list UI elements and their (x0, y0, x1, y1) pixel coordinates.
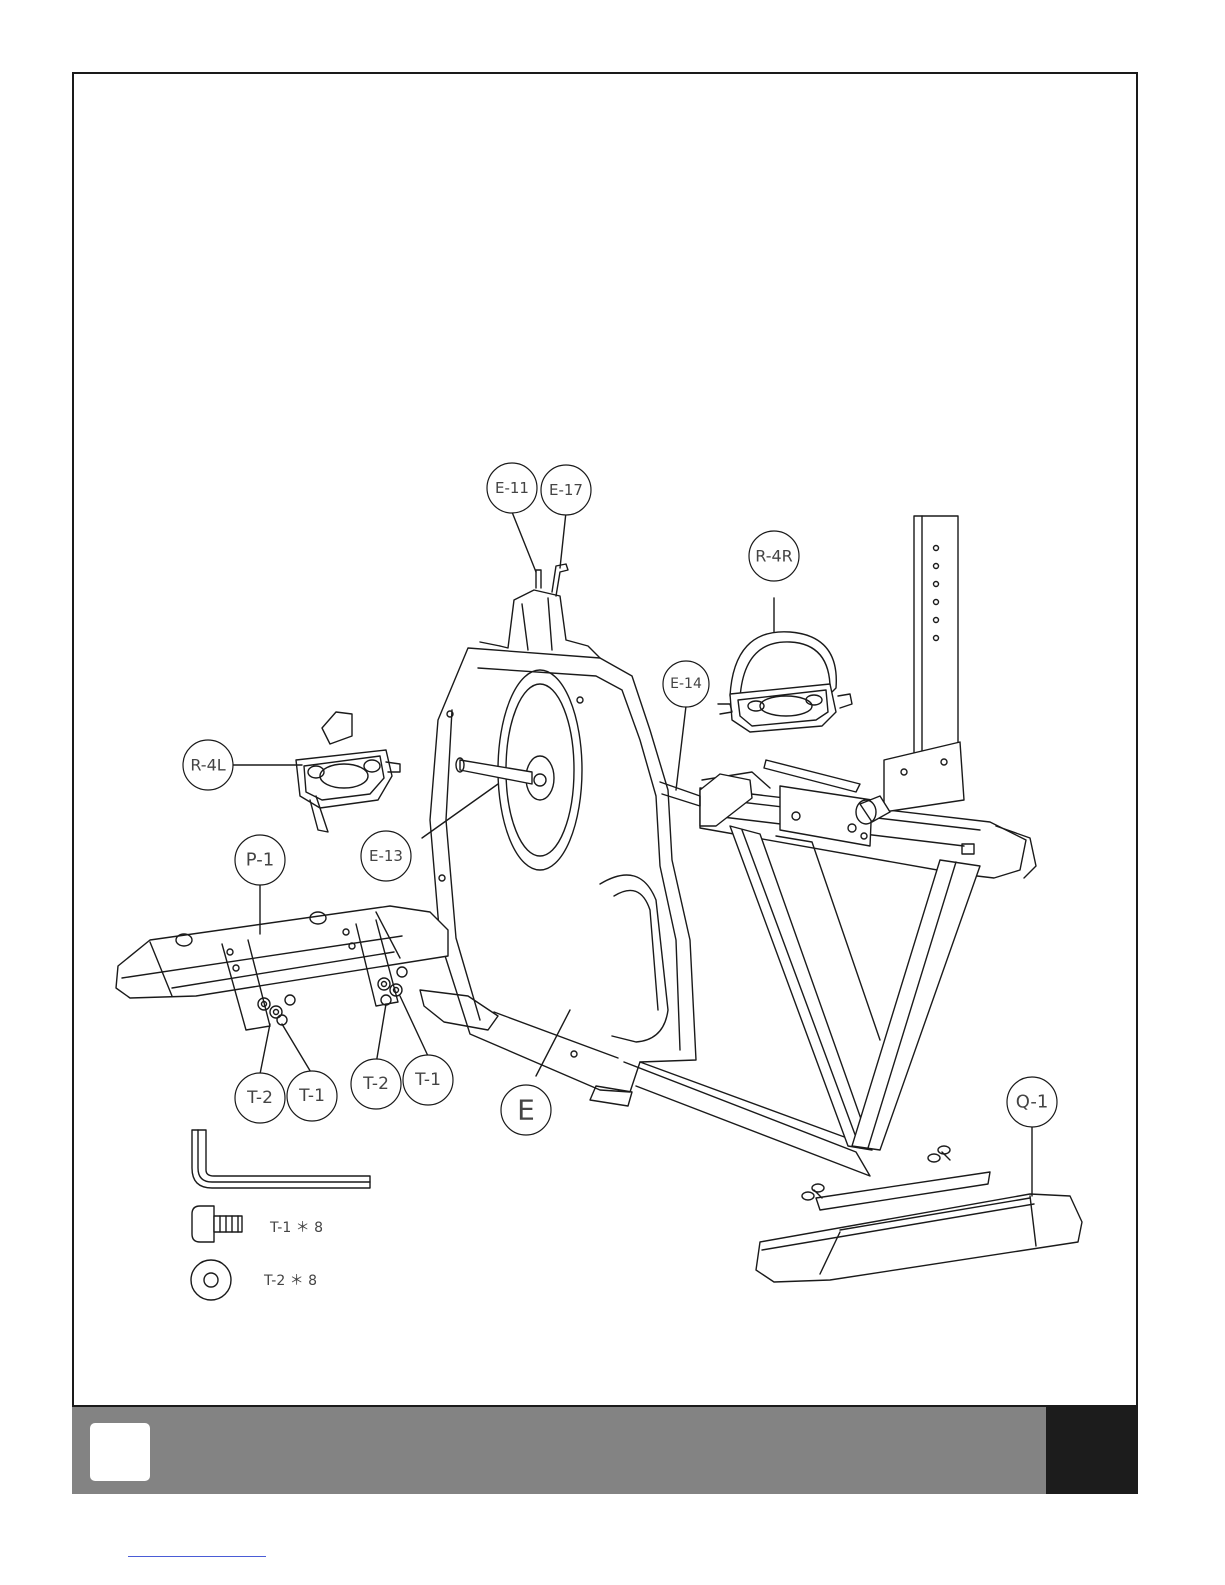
front-stabilizer-p1 (116, 906, 448, 1030)
footer-link-underline[interactable] (128, 1556, 266, 1557)
allen-wrench-icon (192, 1130, 370, 1188)
pedal-left-r4l (296, 712, 400, 832)
callout-e13: E-13 (369, 847, 403, 865)
bolt-quantity-label: T-1 ＊ 8 (269, 1220, 323, 1236)
callout-t2-right: T-2 (362, 1074, 389, 1094)
callout-t1-right: T-1 (414, 1070, 441, 1090)
washer-quantity-label: T-2 ＊ 8 (263, 1273, 317, 1289)
washer-icon (191, 1260, 231, 1300)
callout-q1: Q-1 (1016, 1092, 1049, 1113)
callout-p1: P-1 (246, 850, 274, 871)
footer-bar (72, 1405, 1138, 1494)
callout-t1-left: T-1 (298, 1086, 325, 1106)
callout-e14: E-14 (670, 676, 702, 692)
bolt-icon (192, 1206, 242, 1242)
seat-rail-assembly (660, 516, 1036, 878)
callout-r4l: R-4L (190, 756, 225, 775)
callout-r4r: R-4R (755, 547, 793, 566)
v-support-legs (730, 826, 980, 1150)
callout-e: E (517, 1094, 535, 1127)
callout-e17: E-17 (549, 481, 583, 499)
rear-stabilizer-q1 (756, 1146, 1082, 1282)
step-number-box (90, 1423, 150, 1481)
main-frame-housing (430, 564, 696, 1092)
callout-t2-left: T-2 (246, 1088, 273, 1108)
callout-e11: E-11 (495, 479, 529, 497)
pedal-right-r4r (718, 632, 852, 732)
page-number-box (1046, 1407, 1138, 1494)
